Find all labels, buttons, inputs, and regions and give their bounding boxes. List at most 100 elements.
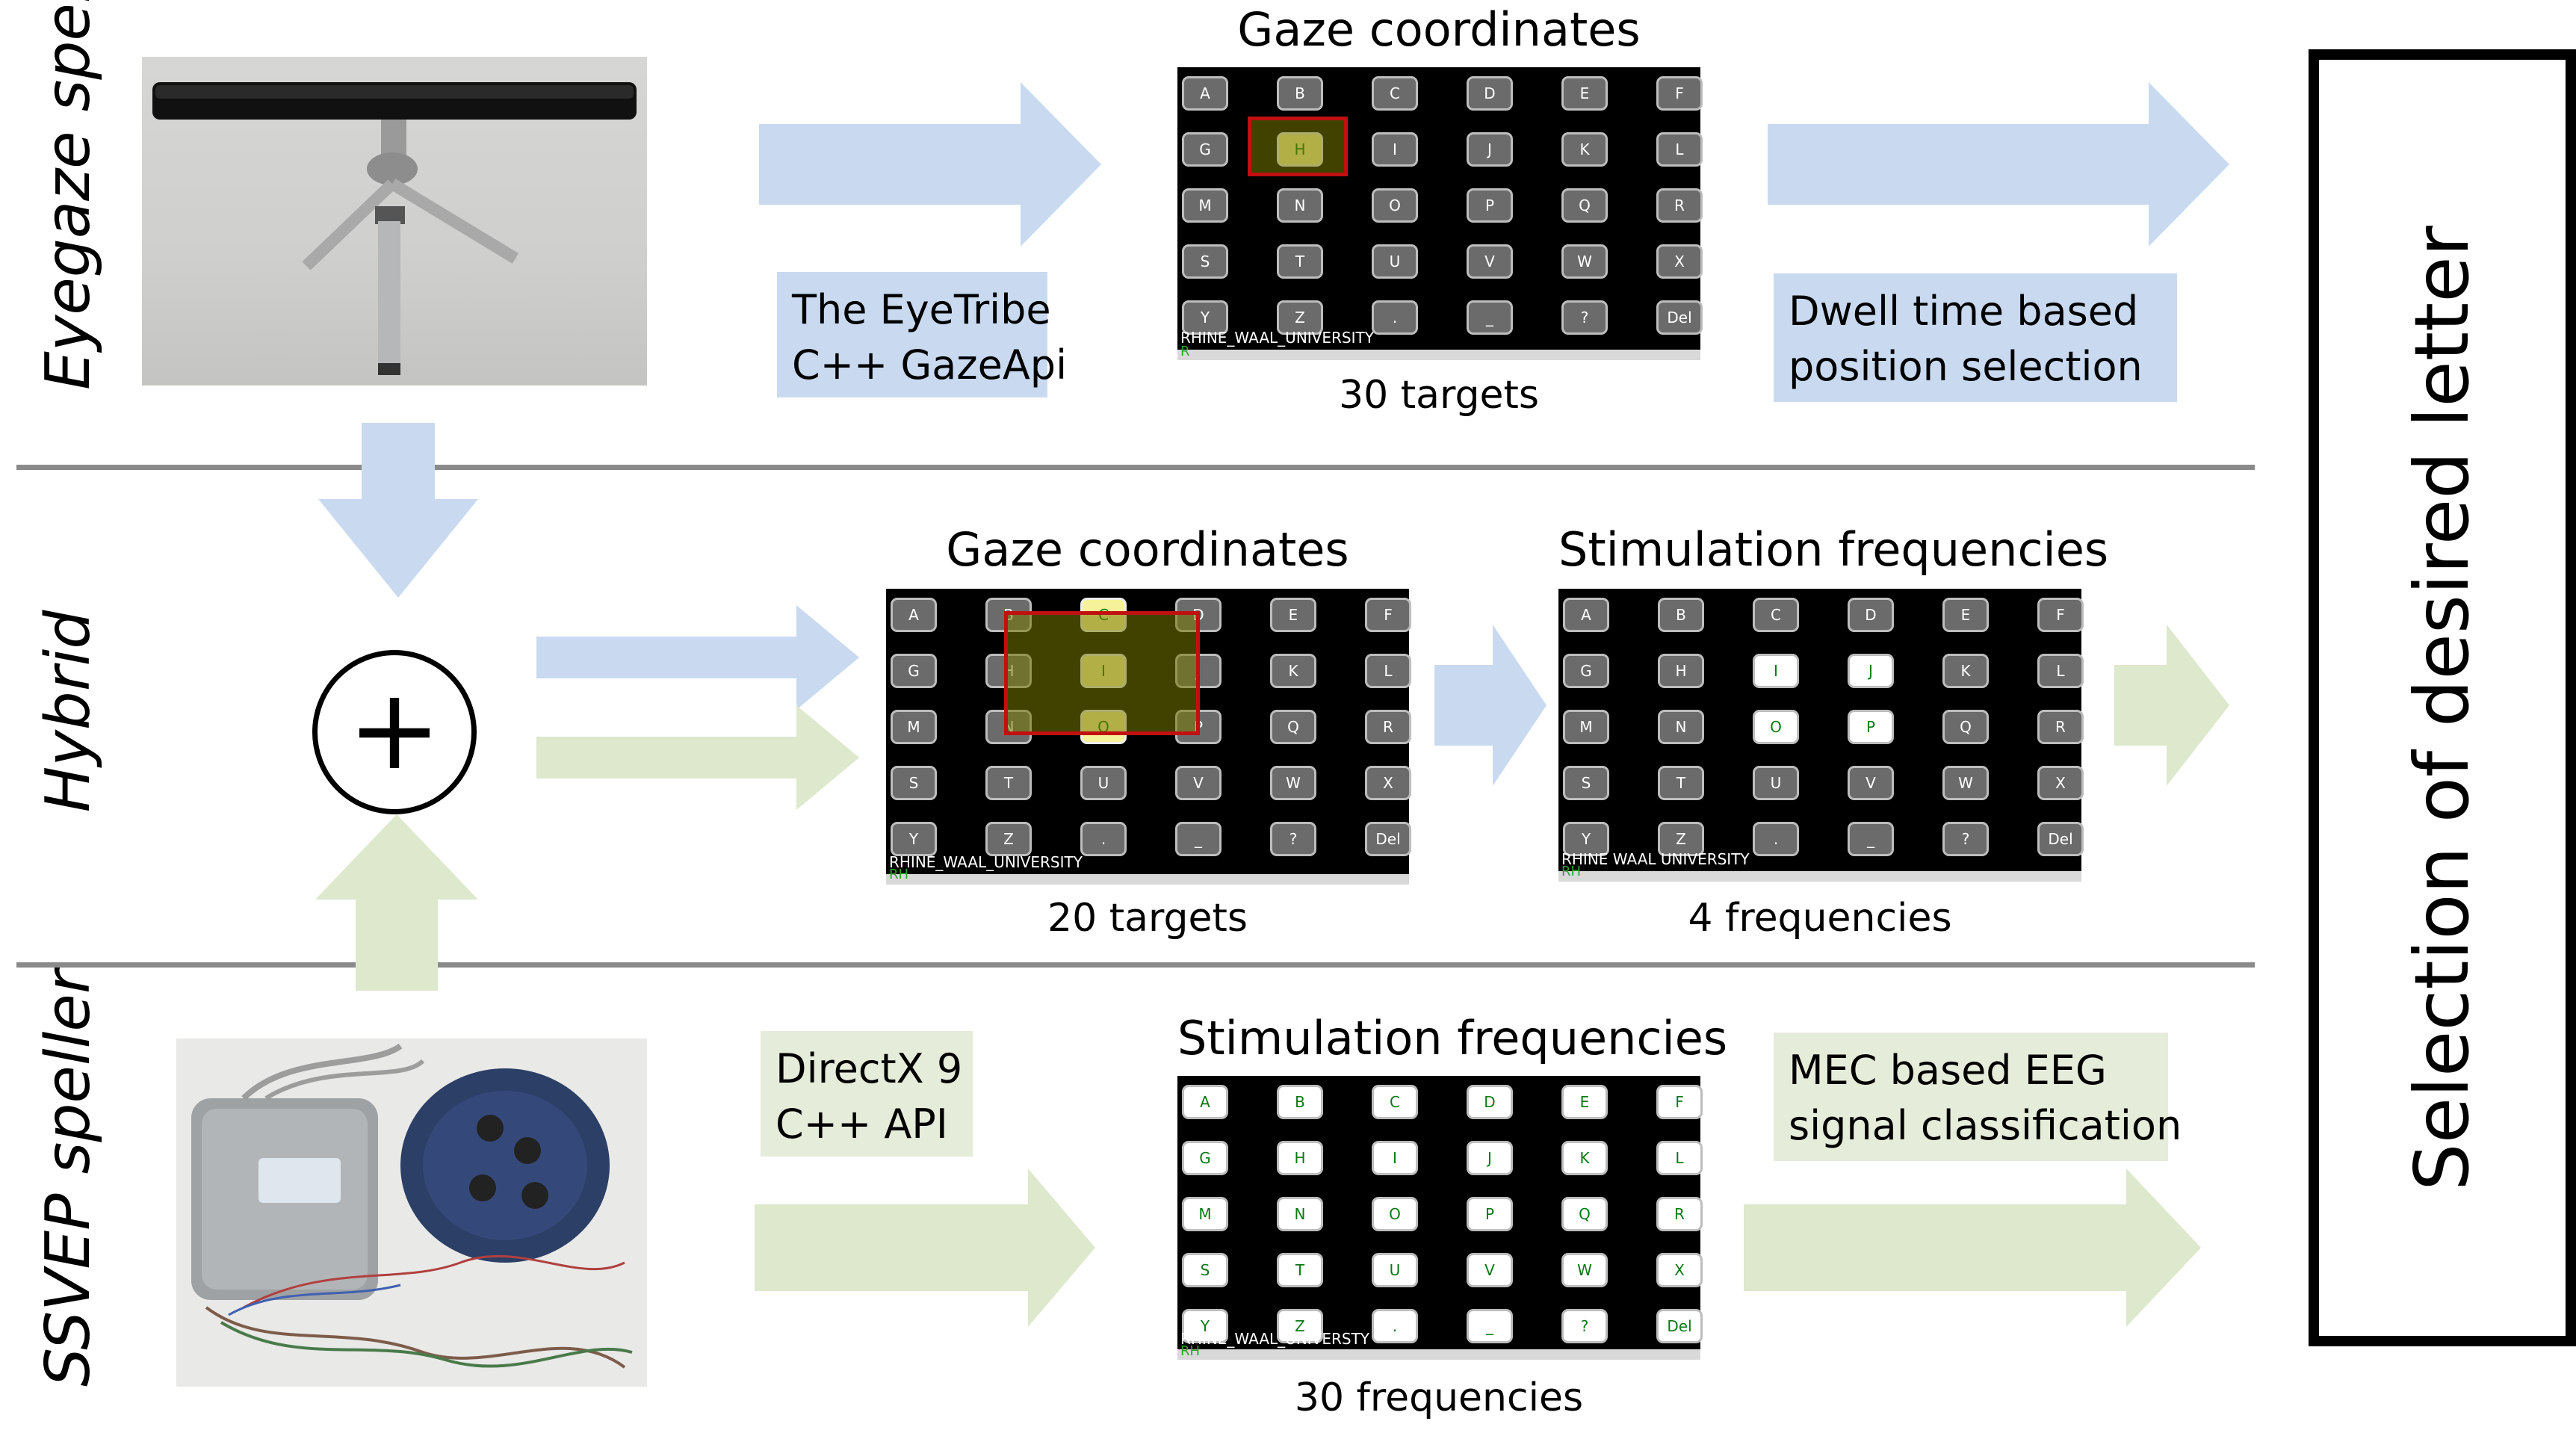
- key-k: K: [1942, 654, 1989, 688]
- key-k: K: [1561, 132, 1608, 167]
- gaze-selection-box: [1248, 117, 1348, 176]
- ssvep-screen-bar: [1177, 1349, 1700, 1360]
- eyetracker-photo: [142, 57, 647, 386]
- key-l: L: [1656, 132, 1703, 167]
- arrow-stim-to-final: [2114, 625, 2229, 786]
- mec-line1: MEC based EEG: [1789, 1047, 2107, 1094]
- key-x: X: [1656, 244, 1703, 279]
- key-r: R: [1656, 1197, 1703, 1231]
- key-d: D: [1467, 1085, 1513, 1119]
- directx-api-label: DirectX 9 C++ API: [761, 1031, 973, 1157]
- arrow-gaze-to-dwell: [1768, 82, 2229, 247]
- arrow-plus-to-gaze-blue: [536, 605, 859, 710]
- key-z: Z: [1277, 300, 1323, 335]
- key-p: P: [1467, 1197, 1513, 1231]
- key-k: K: [1561, 1141, 1608, 1175]
- final-selection-box: Selection of desired letter: [2309, 49, 2576, 1346]
- key-d: D: [1467, 76, 1513, 111]
- key-del: Del: [1365, 822, 1411, 856]
- key-s: S: [1182, 244, 1228, 279]
- combine-plus-circle: +: [312, 650, 477, 814]
- key-v: V: [1848, 766, 1894, 800]
- key-y: Y: [1563, 822, 1609, 856]
- mec-classification-label: MEC based EEG signal classification: [1774, 1033, 2182, 1161]
- key-n: N: [1277, 1197, 1323, 1231]
- key-u: U: [1080, 766, 1127, 800]
- eeg-drawing: [191, 1043, 633, 1369]
- hybrid-stim-mark: RH: [1561, 864, 1582, 879]
- key-m: M: [1182, 188, 1228, 223]
- key-b: B: [1658, 598, 1704, 632]
- key-x: X: [2037, 766, 2084, 800]
- key-u: U: [1372, 244, 1418, 279]
- key-h: H: [1277, 1141, 1323, 1175]
- key-del: Del: [1656, 1309, 1703, 1343]
- key-t: T: [985, 766, 1032, 800]
- key-n: N: [1277, 188, 1323, 223]
- hybrid-gaze-bar: [886, 874, 1409, 885]
- key-o: O: [1753, 710, 1799, 744]
- key-c: C: [1372, 76, 1418, 111]
- key-s: S: [1182, 1253, 1228, 1287]
- key-v: V: [1467, 244, 1513, 279]
- key-underscore: _: [1848, 822, 1894, 856]
- hybrid-gaze-selection: [1004, 611, 1200, 735]
- eyegaze-screen-title: Gaze coordinates: [1237, 2, 1641, 57]
- key-question: ?: [1561, 1309, 1608, 1343]
- ssvep-screen-footer: RHINE_WAAL_UNIVERSTY: [1180, 1330, 1370, 1348]
- key-z: Z: [1277, 1309, 1323, 1343]
- divider-bottom: [16, 962, 2255, 968]
- eyetribe-api-label: The EyeTribe C++ GazeApi: [777, 272, 1067, 397]
- divider-top: [16, 465, 2255, 470]
- arrow-gaze-to-stim: [1434, 625, 1546, 786]
- mec-line2: signal classification: [1789, 1102, 2182, 1149]
- key-a: A: [1182, 1085, 1228, 1119]
- key-t: T: [1277, 1253, 1323, 1287]
- hybrid-stim-caption: 4 frequencies: [1688, 896, 1952, 941]
- key-f: F: [1365, 598, 1411, 632]
- hybrid-gaze-footer: RHINE_WAAL_UNIVERSITY: [889, 853, 1083, 871]
- key-e: E: [1561, 76, 1608, 111]
- key-d: D: [1848, 598, 1894, 632]
- ssvep-screen-caption: 30 frequencies: [1294, 1375, 1584, 1420]
- key-g: G: [1182, 1141, 1228, 1175]
- key-q: Q: [1270, 710, 1316, 744]
- key-x: X: [1365, 766, 1411, 800]
- eyegaze-screen-bar: [1177, 350, 1700, 360]
- key-c: C: [1753, 598, 1799, 632]
- key-y: Y: [1182, 300, 1228, 335]
- eyegaze-screen-caption: 30 targets: [1339, 373, 1539, 418]
- arrow-plus-to-gaze-green: [536, 705, 859, 810]
- hybrid-stim-bar: [1558, 871, 2081, 882]
- key-l: L: [2037, 654, 2084, 688]
- key-a: A: [1182, 76, 1228, 111]
- final-selection-label: Selection of desired letter: [2398, 226, 2486, 1191]
- key-dot: .: [1080, 822, 1127, 856]
- key-a: A: [1563, 598, 1609, 632]
- eeg-amplifier-photo: [176, 1039, 647, 1387]
- key-o: O: [1372, 188, 1418, 223]
- eyegaze-screen-mark: R: [1180, 344, 1190, 359]
- key-w: W: [1561, 1253, 1608, 1287]
- key-m: M: [1182, 1197, 1228, 1231]
- key-underscore: _: [1175, 822, 1222, 856]
- arrow-stim-to-mec: [1744, 1169, 2201, 1327]
- key-question: ?: [1942, 822, 1989, 856]
- dwell-time-line2: position selection: [1789, 343, 2143, 390]
- key-n: N: [1658, 710, 1704, 744]
- key-e: E: [1561, 1085, 1608, 1119]
- hybrid-stim-footer: RHINE WAAL UNIVERSITY: [1561, 850, 1750, 868]
- key-f: F: [1656, 76, 1703, 111]
- hybrid-gaze-title: Gaze coordinates: [946, 522, 1349, 577]
- plus-symbol: +: [347, 665, 442, 795]
- key-i: I: [1372, 1141, 1418, 1175]
- key-f: F: [1656, 1085, 1703, 1119]
- key-underscore: _: [1467, 300, 1513, 335]
- key-i: I: [1372, 132, 1418, 167]
- key-v: V: [1467, 1253, 1513, 1287]
- hybrid-stim-title: Stimulation frequencies: [1558, 522, 2109, 577]
